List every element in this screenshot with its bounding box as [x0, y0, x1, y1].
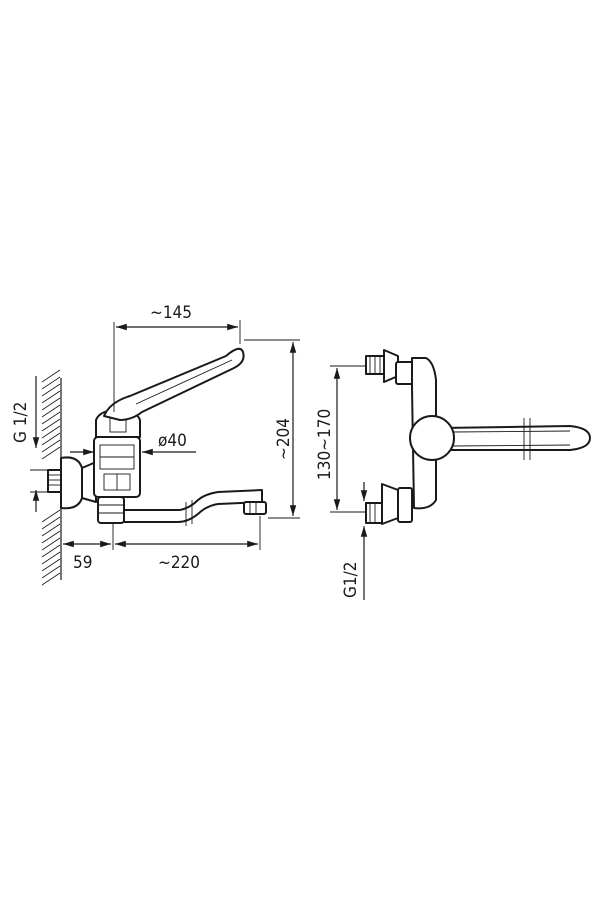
connector-arm [81, 461, 97, 503]
label-thread-side: G 1/2 [11, 402, 31, 443]
hatch-line [41, 551, 61, 565]
label-lever-reach: ~145 [150, 303, 192, 323]
outlet-nut [97, 496, 125, 524]
dim-lever-reach: ~145 [113, 303, 241, 412]
hatch-line [41, 390, 61, 404]
wall-hatch [41, 369, 62, 586]
hatch-line [41, 558, 61, 572]
hatch-line [41, 530, 61, 544]
hatch-line [41, 425, 61, 439]
hatch-line [41, 411, 61, 425]
front-view: 130~170 G1/2 [315, 349, 591, 600]
hatch-line [41, 383, 61, 397]
hatch-line [41, 418, 61, 432]
front-handle-disc [409, 415, 455, 461]
spout [123, 489, 263, 523]
dim-total-height: ~204 [244, 339, 300, 519]
hatch-line [41, 397, 61, 411]
side-view: ~145 ~204 ø40 59 ~220 [11, 303, 300, 586]
hatch-line [41, 537, 61, 551]
aerator [243, 501, 267, 515]
hatch-line [41, 544, 61, 558]
label-wall-offset: 59 [73, 553, 92, 573]
hatch-line [41, 439, 61, 453]
front-lever [439, 425, 591, 451]
lower-inlet [365, 483, 413, 525]
label-thread-front: G1/2 [341, 562, 361, 598]
inlet-thread [47, 469, 62, 493]
hatch-line [41, 432, 61, 446]
lever-handle [103, 347, 245, 421]
hatch-line [41, 565, 61, 579]
dim-thread-front: G1/2 [341, 482, 368, 600]
dim-bottom: 59 ~220 [63, 516, 261, 573]
wall-rosette [60, 456, 83, 510]
hatch-line [41, 376, 61, 390]
hatch-line [41, 404, 61, 418]
label-spout-reach: ~220 [158, 553, 200, 573]
dim-thread-side: G 1/2 [11, 376, 48, 512]
dim-spacing: 130~170 [315, 365, 366, 513]
hatch-line [41, 446, 61, 460]
hatch-line [41, 572, 61, 586]
hatch-line [41, 516, 61, 530]
hatch-line [41, 369, 61, 383]
label-spacing: 130~170 [315, 409, 335, 480]
dim-body-diameter: ø40 [70, 431, 196, 456]
hatch-line [41, 523, 61, 537]
hatch-line [41, 509, 61, 523]
upper-inlet [365, 349, 415, 385]
label-body-diameter: ø40 [158, 431, 187, 451]
label-total-height: ~204 [274, 418, 294, 460]
